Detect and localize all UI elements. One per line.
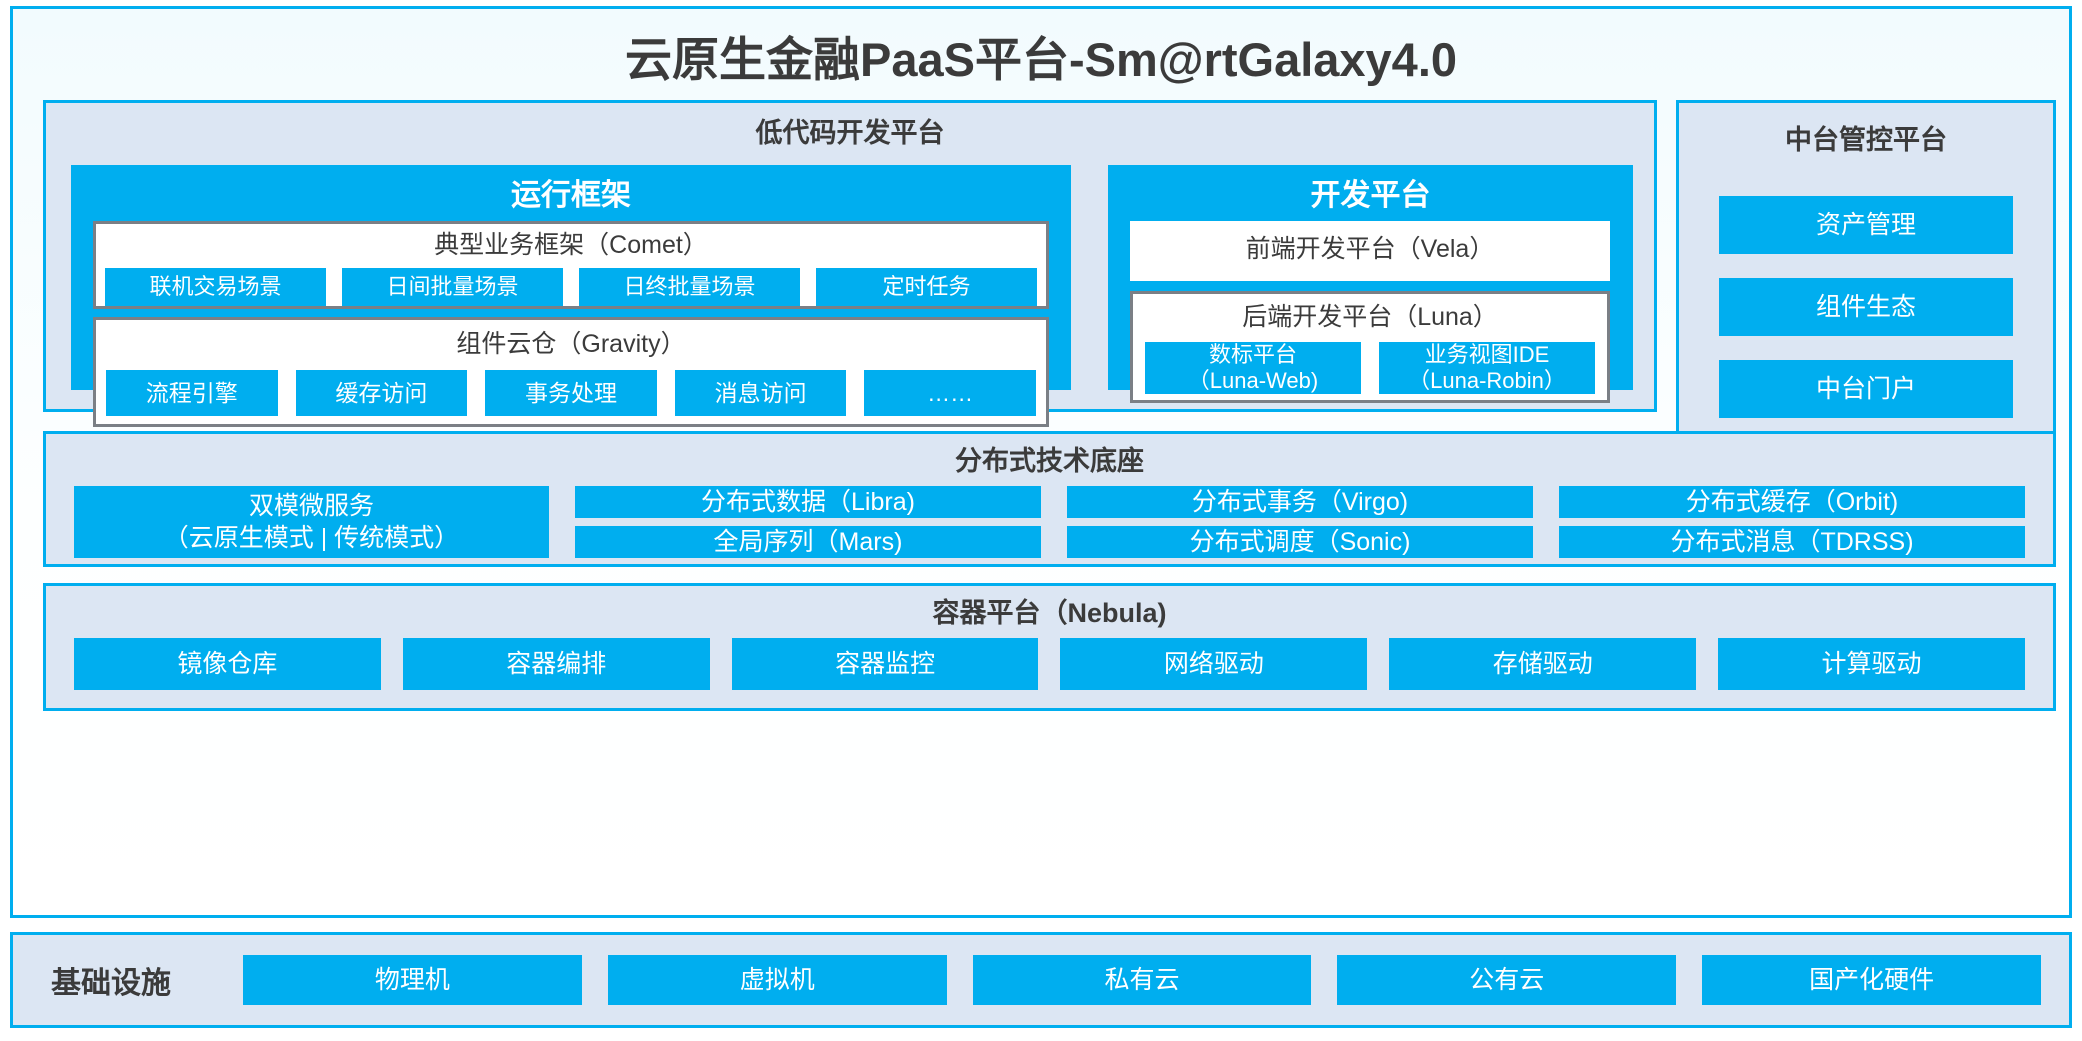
mid-platform-item-component-ecosystem[interactable]: 组件生态 — [1719, 278, 2013, 336]
vela-title: 前端开发平台（Vela） — [1245, 235, 1495, 263]
gravity-item[interactable]: 流程引擎 — [106, 370, 278, 416]
infrastructure-item-public-cloud[interactable]: 公有云 — [1337, 955, 1677, 1005]
container-item-storage-driver[interactable]: 存储驱动 — [1389, 638, 1697, 690]
container-item-network-driver[interactable]: 网络驱动 — [1060, 638, 1368, 690]
container-item-image-registry[interactable]: 镜像仓库 — [74, 638, 381, 690]
gravity-item-more[interactable]: …… — [864, 370, 1036, 416]
container-item-orchestration[interactable]: 容器编排 — [402, 638, 710, 690]
page-title: 云原生金融PaaS平台-Sm@rtGalaxy4.0 — [624, 33, 1458, 86]
distributed-foundation-panel: 分布式技术底座 双模微服务 （云原生模式 | 传统模式） 分布式数据（Libra… — [43, 431, 2056, 567]
mid-platform-item-asset-management[interactable]: 资产管理 — [1719, 196, 2013, 254]
gravity-box: 组件云仓（Gravity） 流程引擎 缓存访问 事务处理 消息访问 …… — [93, 317, 1049, 427]
container-item-monitoring[interactable]: 容器监控 — [731, 638, 1039, 690]
distributed-item-libra[interactable]: 分布式数据（Libra) — [575, 486, 1041, 518]
runtime-framework-card: 运行框架 典型业务框架（Comet） 联机交易场景 日间批量场景 日终批量场景 … — [71, 165, 1071, 427]
dev-platform-card: 开发平台 前端开发平台（Vela） 后端开发平台（Luna） 数标平台 （Lun… — [1108, 165, 1633, 403]
distributed-item-tdrss[interactable]: 分布式消息（TDRSS) — [1559, 526, 2025, 558]
dev-platform-title: 开发平台 — [1310, 179, 1431, 212]
container-platform-items: 镜像仓库 容器编排 容器监控 网络驱动 存储驱动 计算驱动 — [74, 638, 2025, 690]
mid-platform-item-portal[interactable]: 中台门户 — [1719, 360, 2013, 418]
microservice-card[interactable]: 双模微服务 （云原生模式 | 传统模式） — [74, 486, 549, 558]
distributed-foundation-title: 分布式技术底座 — [955, 446, 1144, 476]
infrastructure-label: 基础设施 — [51, 967, 171, 1000]
container-item-compute-driver[interactable]: 计算驱动 — [1718, 638, 2025, 690]
distributed-item-virgo[interactable]: 分布式事务（Virgo) — [1067, 486, 1533, 518]
luna-title: 后端开发平台（Luna） — [1242, 303, 1498, 331]
container-platform-title: 容器平台（Nebula) — [932, 598, 1167, 628]
distributed-item-orbit[interactable]: 分布式缓存（Orbit) — [1559, 486, 2025, 518]
distributed-column-1: 分布式数据（Libra) 全局序列（Mars) — [575, 486, 1041, 558]
luna-item-luna-robin[interactable]: 业务视图IDE （Luna-Robin） — [1379, 342, 1595, 394]
luna-item-luna-web[interactable]: 数标平台 （Luna-Web) — [1145, 342, 1361, 394]
comet-item[interactable]: 日间批量场景 — [342, 268, 563, 306]
runtime-framework-title: 运行框架 — [511, 179, 631, 212]
vela-box[interactable]: 前端开发平台（Vela） — [1130, 221, 1610, 281]
microservice-column: 双模微服务 （云原生模式 | 传统模式） — [74, 486, 549, 558]
lowcode-platform-panel: 低代码开发平台 运行框架 典型业务框架（Comet） 联机交易场景 日间批量场景… — [43, 100, 1657, 427]
comet-item[interactable]: 联机交易场景 — [105, 268, 326, 306]
infrastructure-item-virtual-machine[interactable]: 虚拟机 — [607, 955, 947, 1005]
container-platform-panel: 容器平台（Nebula) 镜像仓库 容器编排 容器监控 网络驱动 存储驱动 计算… — [43, 583, 2056, 711]
gravity-item[interactable]: 缓存访问 — [295, 370, 468, 416]
gravity-item[interactable]: 事务处理 — [485, 370, 657, 416]
comet-item[interactable]: 定时任务 — [816, 268, 1037, 306]
luna-items: 数标平台 （Luna-Web) 业务视图IDE （Luna-Robin） — [1145, 342, 1595, 394]
gravity-title: 组件云仓（Gravity） — [456, 330, 686, 358]
infrastructure-item-physical-machine[interactable]: 物理机 — [243, 955, 582, 1005]
luna-box: 后端开发平台（Luna） 数标平台 （Luna-Web) 业务视图IDE （Lu… — [1130, 291, 1610, 403]
infrastructure-item-domestic-hardware[interactable]: 国产化硬件 — [1702, 955, 2041, 1005]
distributed-item-sonic[interactable]: 分布式调度（Sonic) — [1067, 526, 1533, 558]
gravity-items: 流程引擎 缓存访问 事务处理 消息访问 …… — [106, 370, 1036, 416]
distributed-foundation-content: 双模微服务 （云原生模式 | 传统模式） 分布式数据（Libra) 全局序列（M… — [74, 486, 2025, 558]
infrastructure-items: 物理机 虚拟机 私有云 公有云 国产化硬件 — [243, 955, 2041, 1005]
outer-frame: 云原生金融PaaS平台-Sm@rtGalaxy4.0 低代码开发平台 运行框架 … — [10, 6, 2072, 918]
lowcode-platform-title: 低代码开发平台 — [755, 118, 945, 148]
infrastructure-bar: 基础设施 物理机 虚拟机 私有云 公有云 国产化硬件 — [10, 932, 2072, 1028]
distributed-item-mars[interactable]: 全局序列（Mars) — [575, 526, 1041, 558]
comet-title: 典型业务框架（Comet） — [434, 231, 708, 259]
infrastructure-item-private-cloud[interactable]: 私有云 — [972, 955, 1312, 1005]
mid-platform-items: 资产管理 组件生态 中台门户 — [1719, 196, 2013, 418]
mid-platform-title: 中台管控平台 — [1785, 125, 1947, 155]
distributed-column-2: 分布式事务（Virgo) 分布式调度（Sonic) — [1067, 486, 1533, 558]
comet-item[interactable]: 日终批量场景 — [579, 268, 800, 306]
comet-box: 典型业务框架（Comet） 联机交易场景 日间批量场景 日终批量场景 定时任务 — [93, 221, 1049, 309]
distributed-column-3: 分布式缓存（Orbit) 分布式消息（TDRSS) — [1559, 486, 2025, 558]
comet-items: 联机交易场景 日间批量场景 日终批量场景 定时任务 — [105, 268, 1037, 306]
gravity-item[interactable]: 消息访问 — [674, 370, 847, 416]
